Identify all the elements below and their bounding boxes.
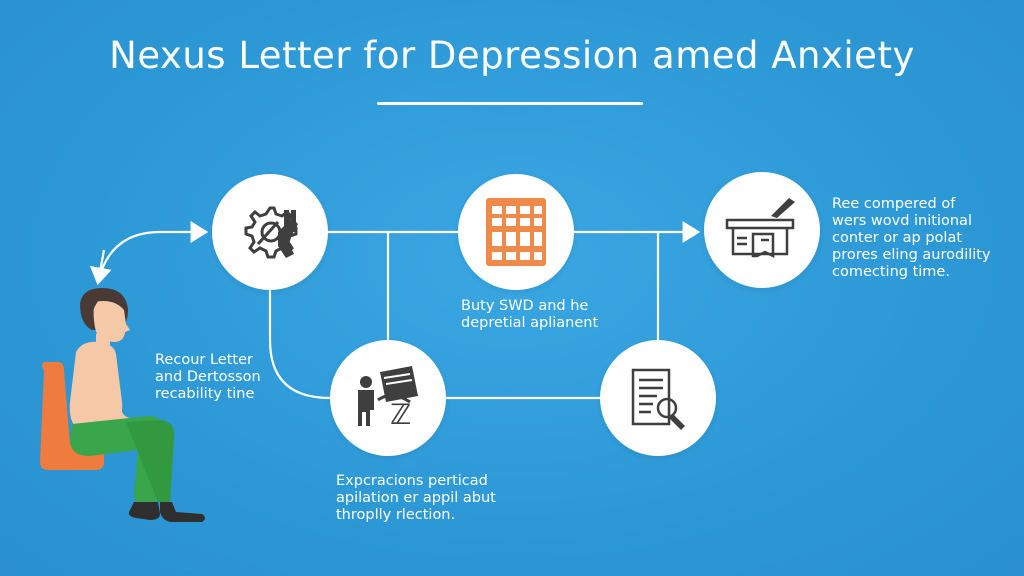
caption-middle-line-1: Buty SWD and he	[461, 298, 589, 314]
caption-right: Ree compered of wers wovd initional cont…	[832, 196, 991, 281]
caption-middle: Buty SWD and he depretial aplianent	[461, 298, 598, 332]
caption-right-line-1: Ree compered of	[832, 196, 956, 212]
caption-bottom-line-3: throplly rlection.	[336, 507, 456, 523]
caption-bottom-line-2: apilation er appil abut	[336, 490, 496, 506]
svg-text:ℤ: ℤ	[390, 398, 411, 431]
document-magnifier-icon	[631, 368, 685, 430]
node-calendar	[458, 174, 574, 290]
desk-document-pen-icon	[725, 198, 795, 259]
caption-right-line-5: comecting time.	[832, 264, 950, 280]
title-underline	[377, 102, 643, 105]
person-presentation-icon: ℤ	[358, 366, 418, 431]
node-person-board: ℤ	[330, 340, 446, 456]
caption-right-line-3: conter or ap polat	[832, 230, 963, 246]
caption-left-line-1: Recour Letter	[155, 352, 253, 368]
seated-person-illustration	[40, 288, 205, 522]
connector-person-arrow	[89, 249, 112, 286]
caption-middle-line-2: depretial aplianent	[461, 315, 599, 331]
caption-right-line-4: prores eling aurodility	[832, 247, 991, 263]
node-doc-magnify	[600, 340, 716, 456]
gear-wrench-icon	[244, 206, 298, 259]
caption-bottom: Expcracions perticad apilation er appil …	[336, 473, 496, 524]
node-gear-wrench	[212, 174, 328, 290]
page-title: Nexus Letter for Depression amed Anxiety	[109, 34, 915, 77]
caption-left-line-2: and Dertosson	[155, 369, 261, 385]
node-document-stamp	[704, 172, 820, 288]
connector-person-to-gear	[96, 221, 209, 283]
calendar-grid-icon	[486, 198, 546, 266]
chair-icon	[40, 362, 104, 470]
caption-left: Recour Letter and Dertosson recability t…	[155, 352, 261, 403]
caption-left-line-3: recability tine	[155, 386, 255, 402]
caption-right-line-2: wers wovd initional	[832, 213, 972, 229]
caption-bottom-line-1: Expcracions perticad	[336, 473, 488, 489]
connector-gear-to-board	[268, 290, 331, 400]
